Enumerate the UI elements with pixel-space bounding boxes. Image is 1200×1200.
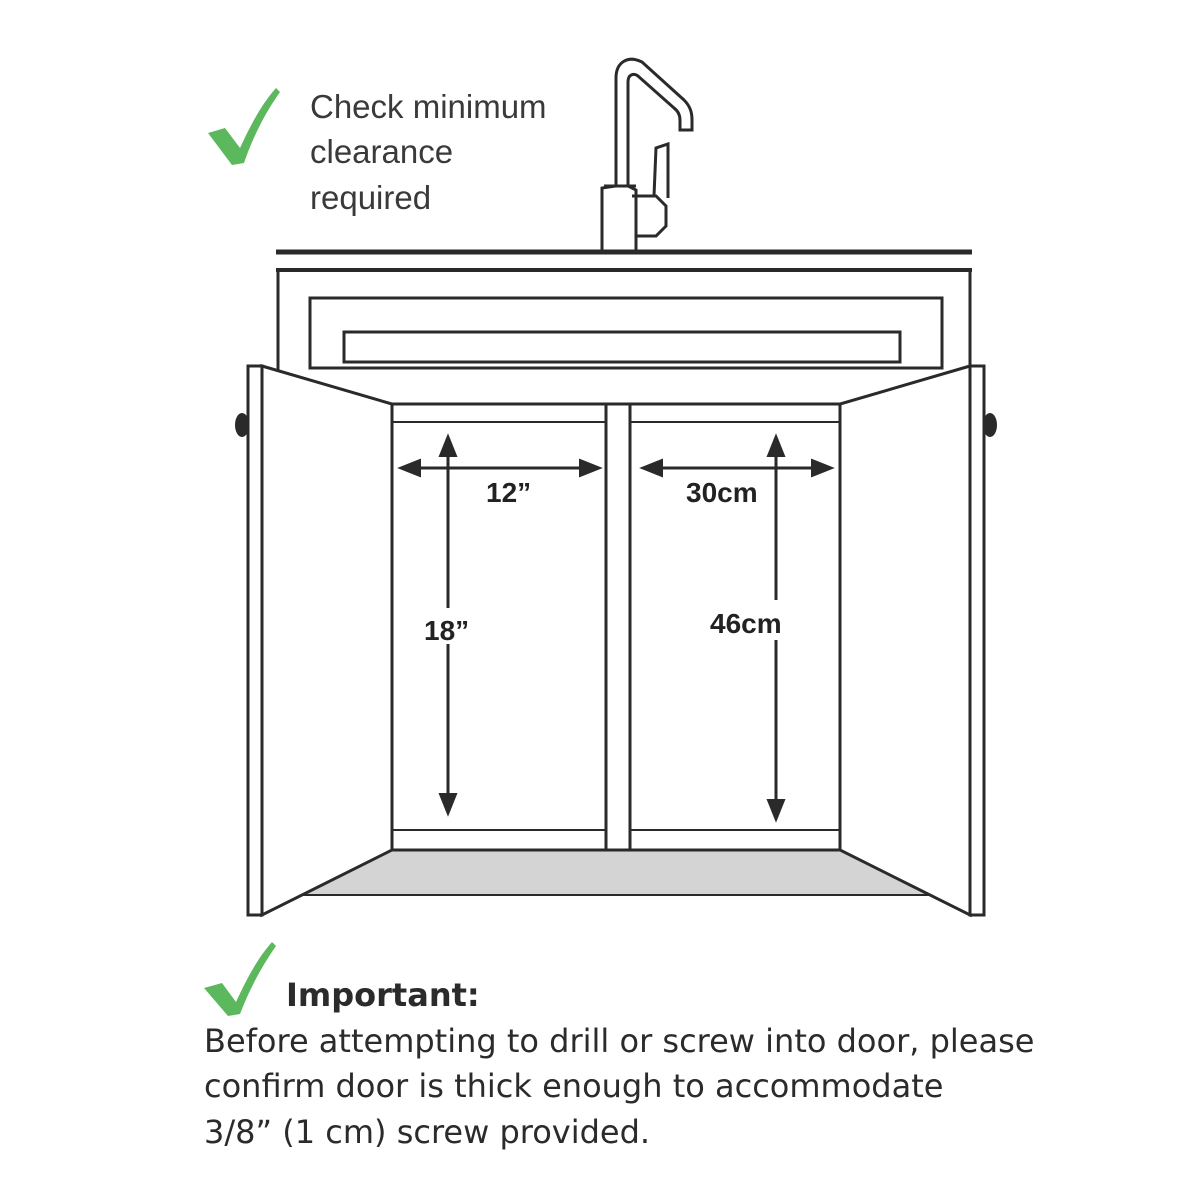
left-height-label: 18” bbox=[424, 615, 469, 646]
clearance-note-line: required bbox=[310, 179, 431, 216]
cabinet-floor bbox=[299, 849, 931, 896]
right-door bbox=[838, 363, 997, 918]
center-stile bbox=[604, 402, 632, 852]
door-knob-icon bbox=[983, 413, 997, 437]
clearance-note: Check minimum clearance required bbox=[310, 88, 556, 216]
left-door bbox=[235, 363, 394, 918]
important-note-line: 3/8” (1 cm) screw provided. bbox=[204, 1113, 650, 1151]
cabinet-interior bbox=[299, 402, 931, 896]
clearance-note-line: Check minimum bbox=[310, 88, 547, 125]
important-note: Before attempting to drill or screw into… bbox=[204, 1022, 1045, 1151]
right-height-label: 46cm bbox=[710, 608, 782, 639]
left-width-label: 12” bbox=[486, 477, 531, 508]
important-note-line: Before attempting to drill or screw into… bbox=[204, 1022, 1034, 1060]
faucet-icon bbox=[600, 57, 694, 252]
right-width-label: 30cm bbox=[686, 477, 758, 508]
cabinet-body bbox=[276, 270, 972, 372]
important-heading: Important: bbox=[286, 976, 480, 1014]
checkmark-icon bbox=[204, 942, 276, 1016]
checkmark-icon bbox=[208, 88, 280, 165]
countertop bbox=[276, 249, 972, 272]
important-note-line: confirm door is thick enough to accommod… bbox=[204, 1067, 943, 1105]
door-knob-icon bbox=[235, 413, 249, 437]
clearance-note-line: clearance bbox=[310, 133, 453, 170]
